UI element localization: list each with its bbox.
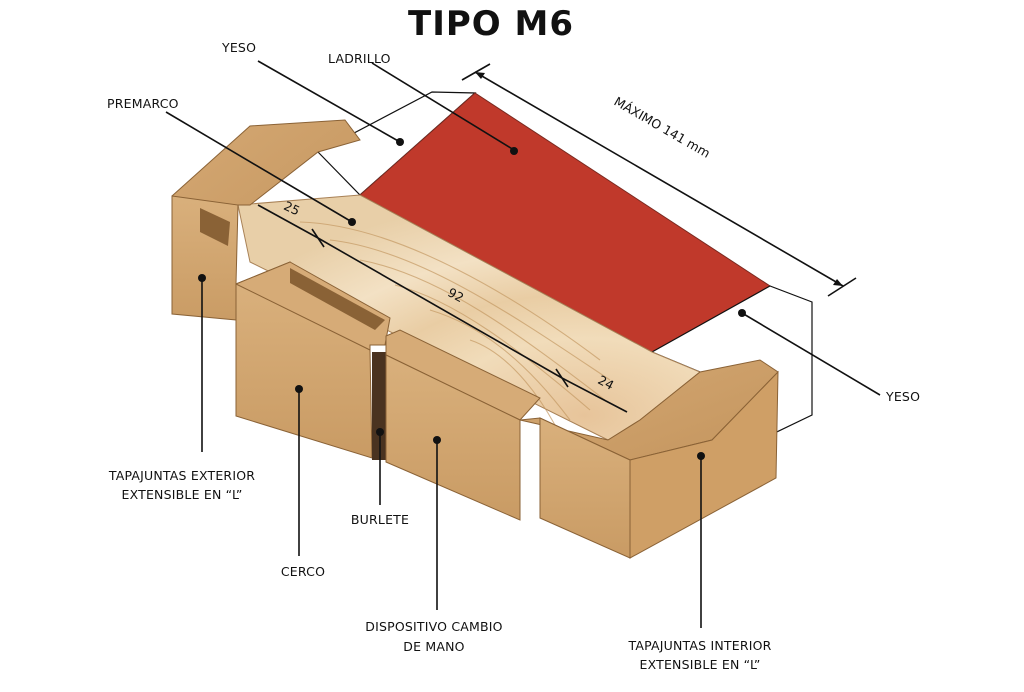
leader-tapajuntas-interior [697, 452, 705, 628]
cerco-groove [290, 268, 385, 330]
dimension-24: 24 [595, 372, 616, 393]
label-tapajuntas-interior-2: EXTENSIBLE EN “L” [639, 657, 760, 672]
leader-cerco [295, 385, 303, 556]
dimension-maximo [461, 63, 857, 297]
leader-dispositivo [433, 436, 441, 610]
leader-tapajuntas-exterior [198, 274, 206, 452]
label-tapajuntas-exterior-1: TAPAJUNTAS EXTERIOR [108, 468, 255, 483]
pine-grain-rings [299, 221, 611, 426]
tapajuntas-exterior-slot [200, 208, 230, 246]
label-yeso-right: YESO [885, 389, 920, 404]
dimension-25: 25 [282, 198, 303, 218]
dispositivo-front [385, 354, 521, 521]
label-tapajuntas-interior-1: TAPAJUNTAS INTERIOR [627, 638, 771, 653]
leader-premarco [165, 111, 356, 226]
dimension-internal [257, 204, 628, 413]
label-premarco: PREMARCO [107, 96, 179, 111]
label-cerco: CERCO [281, 564, 325, 579]
label-tapajuntas-exterior-2: EXTENSIBLE EN “L” [121, 487, 242, 502]
label-dispositivo-1: DISPOSITIVO CAMBIO [365, 619, 502, 634]
label-burlete: BURLETE [351, 512, 409, 527]
leader-burlete [376, 428, 384, 505]
label-yeso-top: YESO [221, 40, 256, 55]
leader-ladrillo [371, 62, 518, 155]
tapajuntas-interior-side [629, 370, 779, 559]
label-dispositivo-2: DE MANO [403, 639, 464, 654]
dimension-92: 92 [445, 285, 466, 306]
diagram-title: TIPO M6 [408, 4, 574, 44]
leader-yeso-top [257, 60, 404, 146]
dispositivo-top [385, 329, 541, 421]
maximo-label: MÁXIMO 141 mm [612, 94, 713, 161]
burlete-gasket [372, 352, 386, 460]
leader-yeso-right [738, 309, 881, 396]
label-ladrillo: LADRILLO [328, 51, 391, 66]
